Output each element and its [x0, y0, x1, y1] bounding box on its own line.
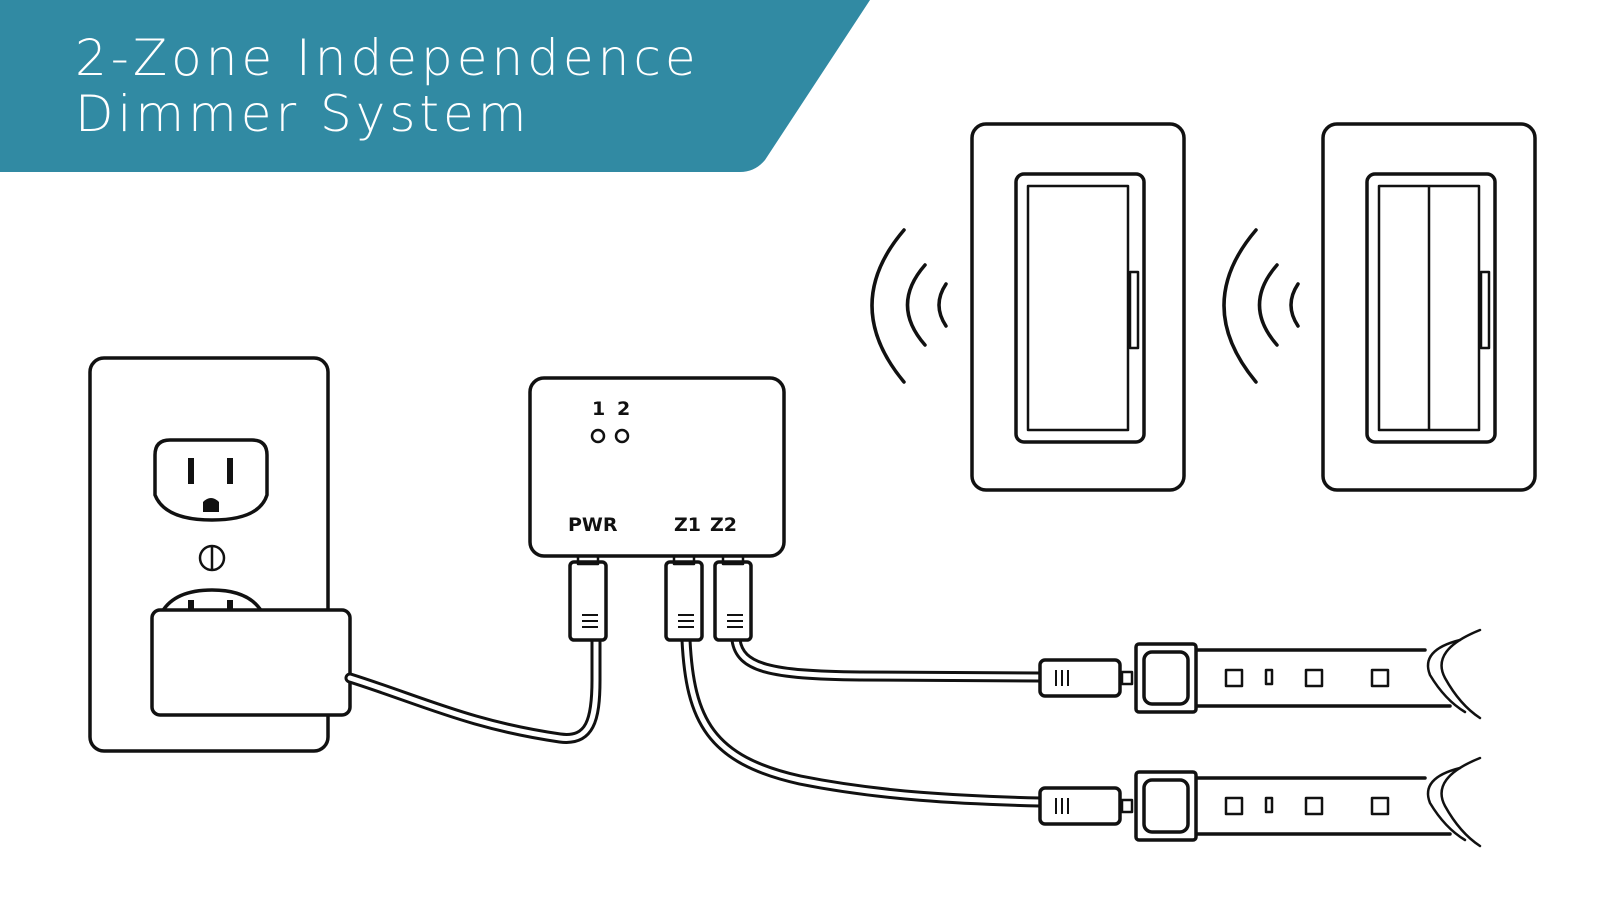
connector-plug-icon	[568, 554, 608, 642]
wireless-signal-icon	[870, 228, 948, 384]
led-strip-icon	[1038, 628, 1482, 720]
connector-plug-icon	[713, 554, 753, 642]
zone2-cable	[730, 634, 1046, 683]
connector-plug-icon	[664, 554, 704, 642]
zone1-cable	[680, 634, 1046, 808]
title-line-1: 2-Zone Independence	[75, 29, 700, 87]
led-label-1: 1	[592, 398, 606, 420]
dimmer-switch-icon	[1321, 122, 1537, 492]
led-strip-icon	[1038, 756, 1482, 848]
page-title: 2-Zone Independence Dimmer System	[75, 30, 700, 142]
port-label-pwr: PWR	[568, 514, 618, 536]
led-label-2: 2	[617, 398, 631, 420]
power-adapter-icon	[150, 608, 352, 717]
title-line-2: Dimmer System	[75, 85, 531, 143]
port-label-z2: Z2	[710, 514, 737, 536]
wireless-signal-icon	[1222, 228, 1300, 384]
controller-box	[528, 376, 786, 558]
power-cable	[344, 634, 602, 744]
port-label-z1: Z1	[674, 514, 701, 536]
title-banner	[0, 0, 870, 172]
dimmer-switch-icon	[970, 122, 1186, 492]
